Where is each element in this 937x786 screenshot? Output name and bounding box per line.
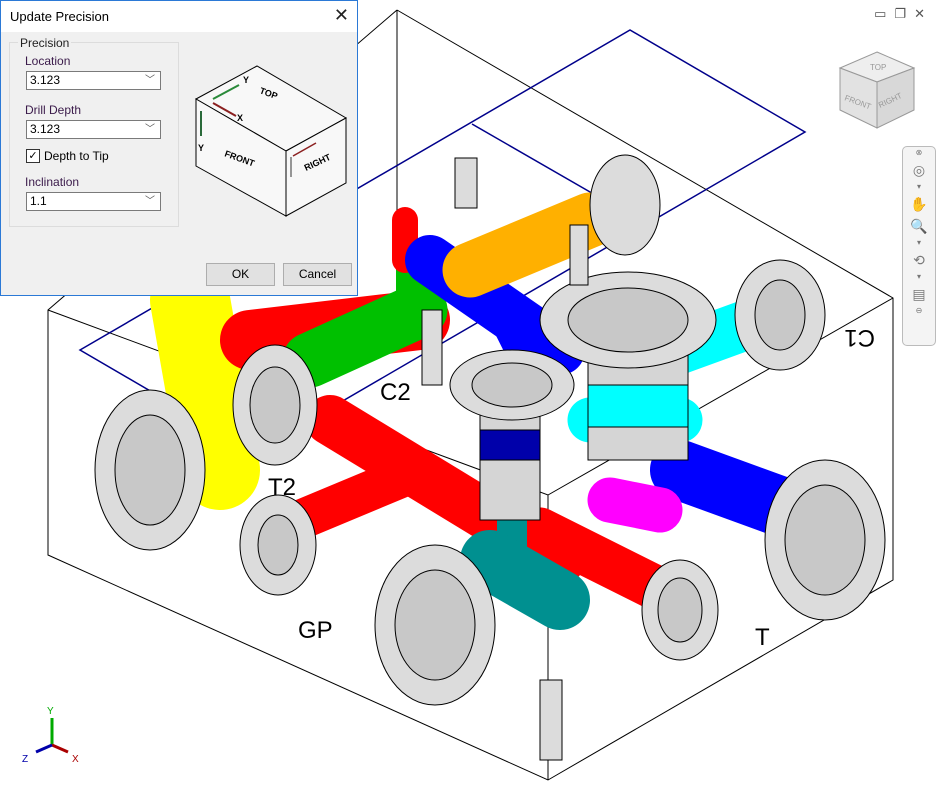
zoom-icon[interactable]: 🔍 <box>910 218 928 234</box>
port-label-gp: GP <box>298 617 333 644</box>
drill-depth-select[interactable]: 3.123﹀ <box>26 120 161 139</box>
chevron-down-icon: ﹀ <box>145 75 155 86</box>
location-select[interactable]: 3.123﹀ <box>26 71 161 90</box>
chevron-down-icon: ﹀ <box>145 196 155 207</box>
chevron-down-icon[interactable]: ▾ <box>916 238 921 247</box>
view-cube[interactable]: TOP FRONT RIGHT <box>838 50 916 130</box>
group-label: Precision <box>18 36 72 50</box>
orientation-preview: Y X Y TOP FRONT RIGHT <box>194 65 348 217</box>
navbar-close-icon[interactable]: ⊗ <box>915 148 923 157</box>
preview-y2: Y <box>198 143 204 153</box>
triad-z: Z <box>22 754 28 765</box>
close-viewport-icon[interactable]: ✕ <box>914 6 925 21</box>
update-precision-dialog: Update Precision ✕ Precision Location 3.… <box>0 0 358 296</box>
location-label: Location <box>25 54 71 68</box>
viewcube-top: TOP <box>870 63 886 72</box>
chevron-down-icon: ﹀ <box>145 124 155 135</box>
window-controls: ▭ ❐ ✕ <box>874 6 925 22</box>
inclination-select[interactable]: 1.1﹀ <box>26 192 161 211</box>
cancel-button[interactable]: Cancel <box>283 263 352 286</box>
triad-x: X <box>72 754 79 765</box>
chevron-down-icon[interactable]: ▾ <box>916 182 921 191</box>
navbar-menu-icon[interactable]: ⊖ <box>915 306 923 315</box>
navigation-bar: ⊗ ◎ ▾ ✋ 🔍 ▾ ⟲ ▾ ▤ ⊖ <box>902 146 936 346</box>
port-label-t2: T2 <box>268 474 296 501</box>
axis-triad: Y X Z <box>22 706 79 765</box>
restore-icon[interactable]: ❐ <box>894 6 907 21</box>
chevron-down-icon[interactable]: ▾ <box>916 272 921 281</box>
pan-hand-icon[interactable]: ✋ <box>910 196 928 212</box>
showmotion-icon[interactable]: ▤ <box>912 286 926 302</box>
ok-button[interactable]: OK <box>206 263 275 286</box>
minimize-icon[interactable]: ▭ <box>874 6 887 21</box>
port-label-c2: C2 <box>380 379 411 406</box>
triad-y: Y <box>47 706 54 717</box>
close-icon[interactable]: ✕ <box>333 5 349 25</box>
precision-group: Precision Location 3.123﹀ Drill Depth 3.… <box>9 36 179 227</box>
preview-y: Y <box>243 75 249 85</box>
inclination-label: Inclination <box>25 175 80 189</box>
preview-x: X <box>237 113 243 123</box>
depth-to-tip-checkbox[interactable]: ✓Depth to Tip <box>26 149 109 163</box>
checkbox-checked-icon: ✓ <box>26 149 40 163</box>
dialog-title: Update Precision <box>10 9 109 24</box>
drill-depth-label: Drill Depth <box>25 103 82 117</box>
orbit-icon[interactable]: ⟲ <box>913 252 925 268</box>
port-label-t: T <box>755 624 770 651</box>
port-label-c1: C1 <box>844 324 875 351</box>
steering-wheel-icon[interactable]: ◎ <box>912 162 926 178</box>
port-flanges <box>94 154 886 761</box>
